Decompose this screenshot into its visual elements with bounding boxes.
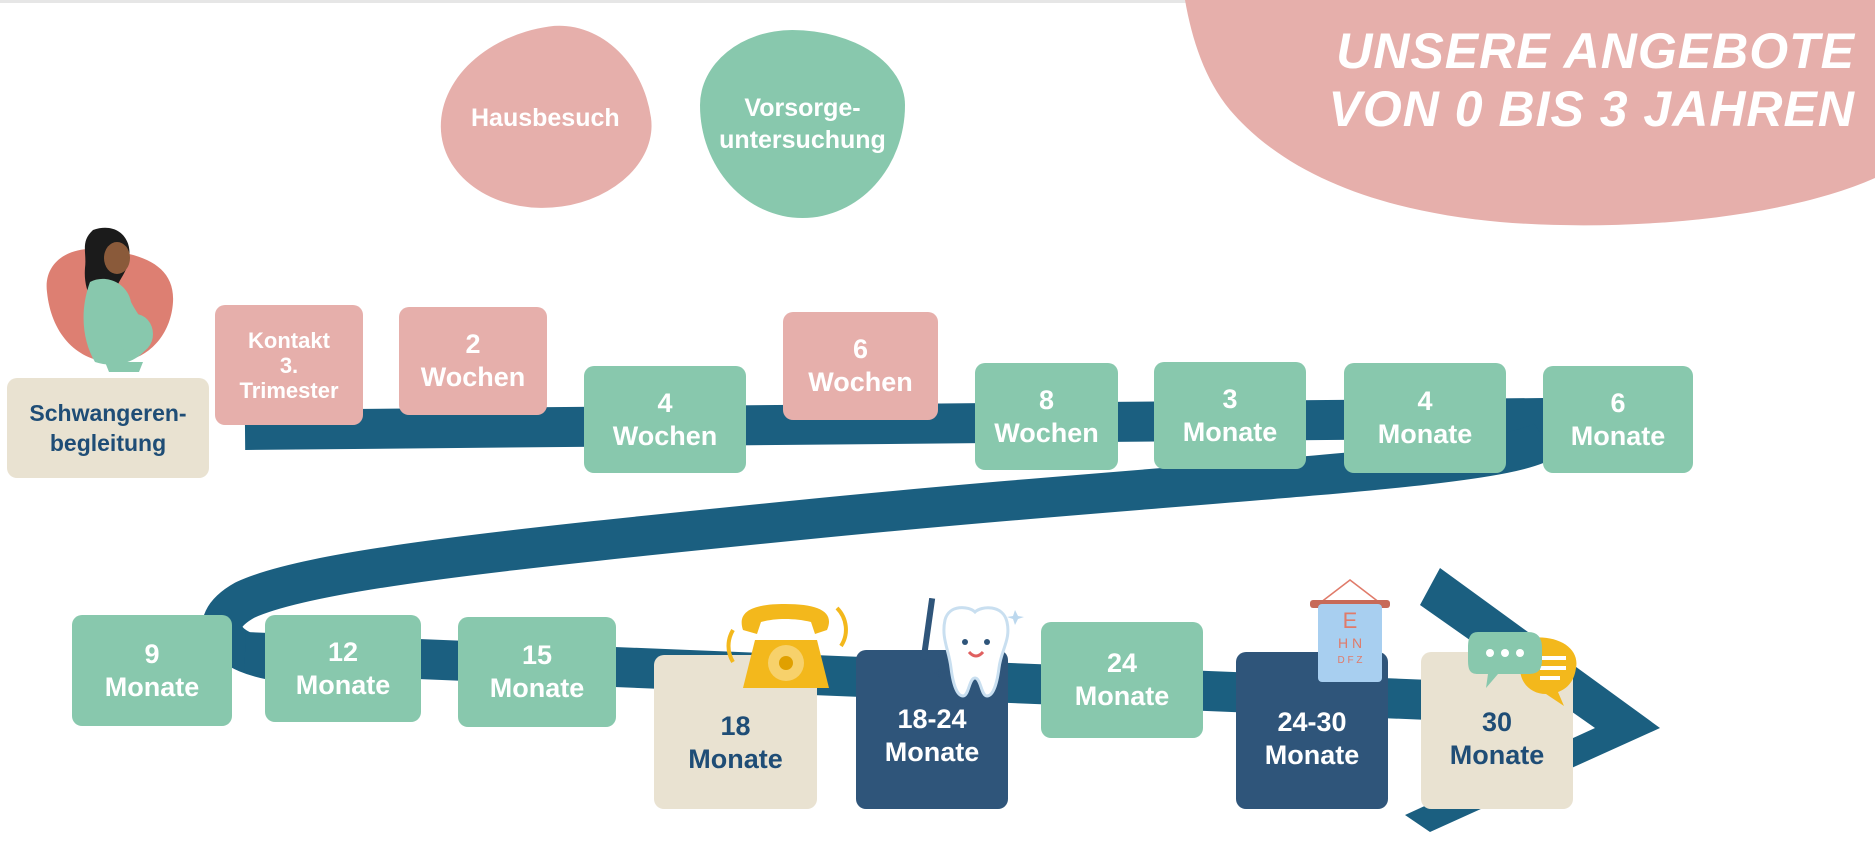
step-card: 6 Wochen xyxy=(783,312,938,420)
step-label: 6 Wochen xyxy=(808,334,913,397)
step-card: 4 Monate xyxy=(1344,363,1506,473)
step-label: 8 Wochen xyxy=(994,384,1099,448)
start-card: Schwangeren- begleitung xyxy=(7,378,209,478)
step-label: 24-30 Monate xyxy=(1264,706,1360,770)
step-card: Kontakt 3. Trimester xyxy=(215,305,363,425)
page-title: UNSERE ANGEBOTE VON 0 BIS 3 JAHREN xyxy=(1329,22,1855,138)
step-card: 12 Monate xyxy=(265,615,421,722)
start-label: Schwangeren- begleitung xyxy=(29,400,187,456)
speech-bubble-icon xyxy=(1468,632,1577,706)
step-label: 6 Monate xyxy=(1570,387,1666,451)
step-label: 4 Wochen xyxy=(612,387,718,451)
eye-chart-frame xyxy=(1310,579,1390,682)
telephone-icon xyxy=(726,604,848,688)
step-card: 3 Monate xyxy=(1154,362,1306,469)
step-label: 9 Monate xyxy=(104,638,200,702)
step-label: 3 Monate xyxy=(1182,383,1278,447)
eye-chart-line-2: H N xyxy=(1337,635,1363,651)
step-label: 2 Wochen xyxy=(420,329,526,392)
eye-chart-icon: E H N D F Z xyxy=(1310,578,1390,683)
top-border xyxy=(0,0,1875,3)
step-card: 8 Wochen xyxy=(975,363,1118,470)
eye-chart-line-1: E xyxy=(1342,608,1358,633)
step-card: 4 Wochen xyxy=(584,366,746,473)
step-card: 2 Wochen xyxy=(399,307,547,415)
eye-chart-letters: E H N D F Z xyxy=(1318,608,1382,670)
title-line-1: UNSERE ANGEBOTE xyxy=(1336,23,1855,79)
title-line-2: VON 0 BIS 3 JAHREN xyxy=(1328,81,1855,137)
step-label: 12 Monate xyxy=(295,636,391,700)
step-label: 15 Monate xyxy=(489,640,585,703)
step-card: 24 Monate xyxy=(1041,622,1203,738)
pregnant-woman-icon xyxy=(46,227,174,372)
tooth-icon xyxy=(920,598,1024,698)
title-blob xyxy=(1185,0,1875,226)
step-label: 24 Monate xyxy=(1074,648,1170,711)
step-label: 30 Monate xyxy=(1449,706,1545,770)
timeline-path-row2 xyxy=(244,632,1431,720)
step-card: 15 Monate xyxy=(458,617,616,727)
eye-chart-line-3: D F Z xyxy=(1337,655,1363,666)
step-card: 6 Monate xyxy=(1543,366,1693,473)
step-card: 9 Monate xyxy=(72,615,232,726)
step-label: 18 Monate xyxy=(688,711,783,774)
step-card: 18-24 Monate xyxy=(856,650,1008,809)
step-label: 18-24 Monate xyxy=(884,703,980,767)
legend-checkup-label: Vorsorge- untersuchung xyxy=(719,94,886,154)
legend-checkup: Vorsorge- untersuchung xyxy=(700,30,905,218)
timeline-arrowhead xyxy=(1405,568,1660,832)
step-label: 4 Monate xyxy=(1377,386,1473,449)
legend-home-visit-label: Hausbesuch xyxy=(470,104,620,133)
step-label: Kontakt 3. Trimester xyxy=(239,327,339,403)
